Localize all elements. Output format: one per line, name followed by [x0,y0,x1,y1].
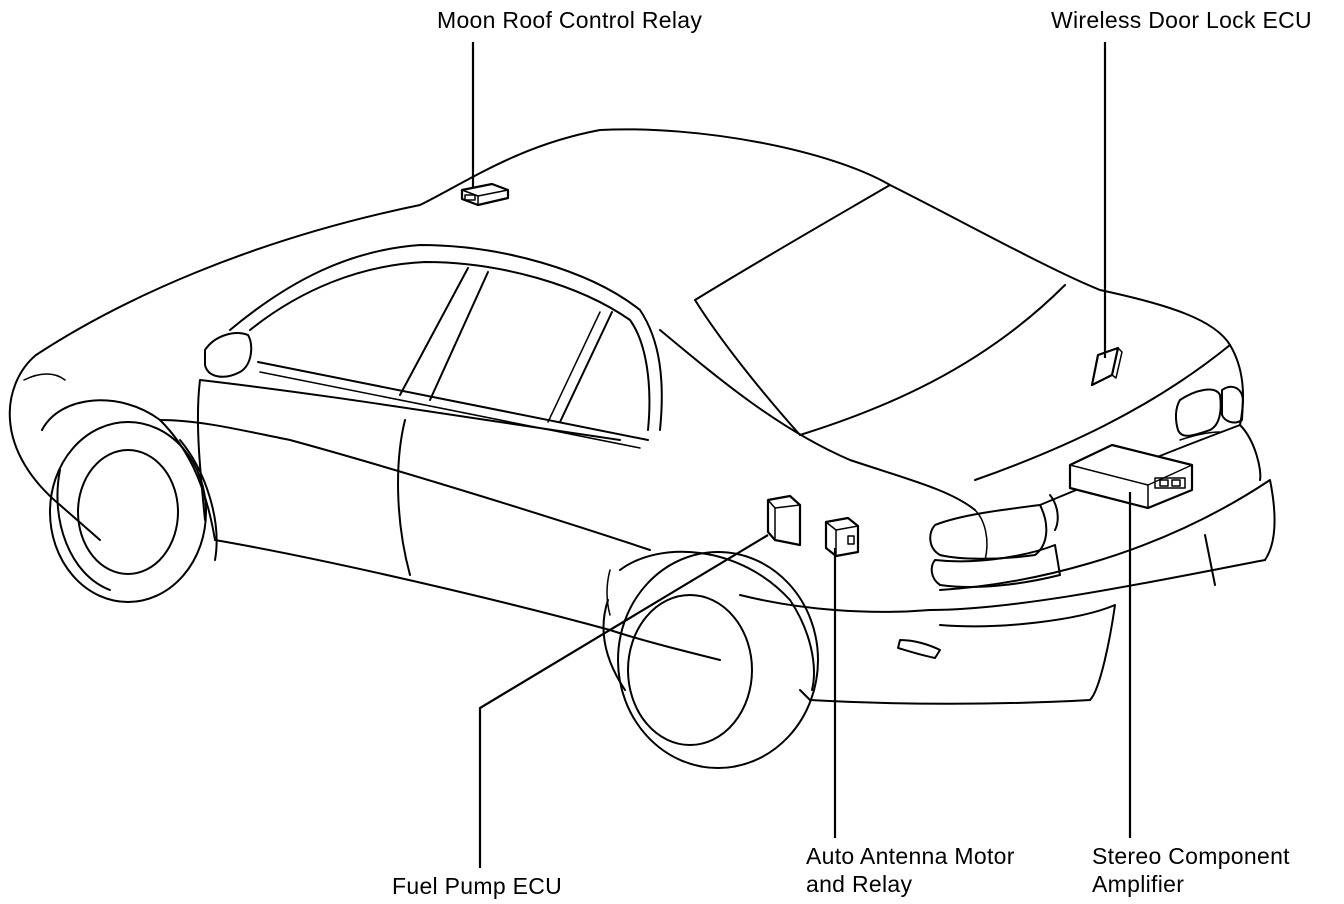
label-wireless-door-lock-ecu: Wireless Door Lock ECU [1051,7,1312,33]
moon-roof-relay-box [460,182,510,207]
wireless-door-lock-ecu-box [1090,346,1123,387]
front-wheel [49,421,218,603]
leader-fuel-pump [478,534,769,868]
label-auto-antenna-line2: and Relay [806,871,913,897]
label-fuel-pump-ecu: Fuel Pump ECU [392,873,563,899]
label-moon-roof-control-relay: Moon Roof Control Relay [437,7,703,33]
car-body [8,128,1276,705]
label-stereo-amp-line1: Stereo Component [1092,843,1290,869]
stereo-amplifier-box [1068,443,1194,510]
rear-wheel [602,550,819,769]
leader-lines [471,42,1132,868]
auto-antenna-box [824,516,860,558]
label-auto-antenna-line1: Auto Antenna Motor [806,843,1015,869]
fuel-pump-ecu-box [766,494,802,547]
label-stereo-amp-line2: Amplifier [1092,871,1185,897]
